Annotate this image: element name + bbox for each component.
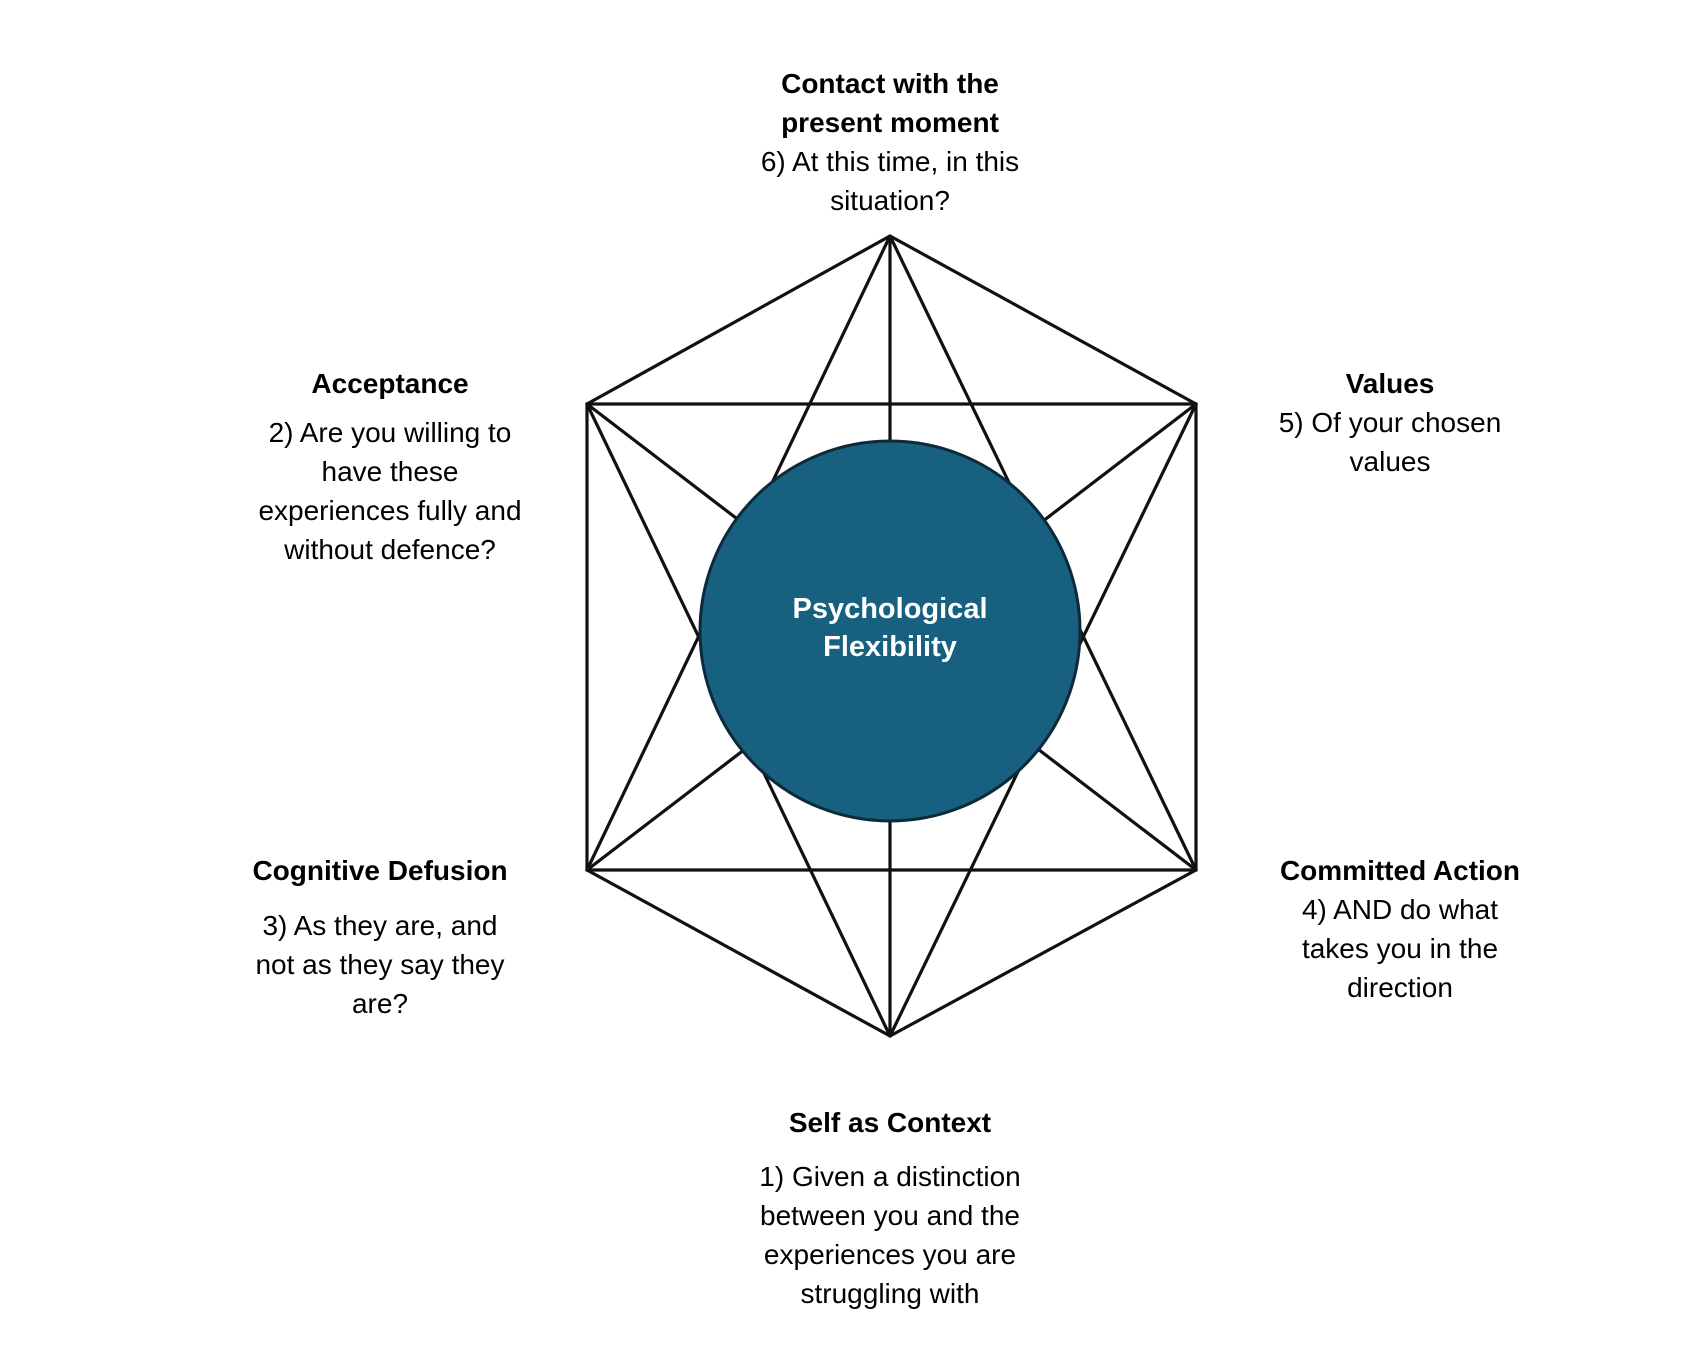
values-desc-line1: 5) Of your chosen — [1278, 407, 1502, 438]
hex-edge-bottom-right — [888, 868, 1198, 1038]
hex-edge-bottom-left — [585, 868, 892, 1038]
committed-action-desc-line3: direction — [1347, 972, 1453, 1003]
cognitive-defusion-desc-line2: not as they say they — [255, 949, 505, 980]
core-label-line2: Flexibility — [823, 631, 957, 663]
psychological-flexibility-label: Psychological Flexibility — [700, 590, 1080, 666]
node-committed-action: Committed Action 4) AND do what takes yo… — [1200, 851, 1600, 1007]
present-moment-title-line2: present moment — [781, 107, 999, 138]
self-as-context-desc-line2: between you and the — [760, 1200, 1020, 1231]
values-title: Values — [1345, 368, 1435, 399]
values-desc-line2: values — [1349, 446, 1431, 477]
acceptance-desc-line1: 2) Are you willing to — [268, 417, 512, 448]
committed-action-desc-line2: takes you in the — [1301, 933, 1499, 964]
present-moment-desc-line1: 6) At this time, in this — [760, 146, 1020, 177]
cognitive-defusion-desc-line3: are? — [351, 988, 409, 1019]
cognitive-defusion-title: Cognitive Defusion — [252, 855, 508, 886]
hex-edge-top-left — [585, 234, 892, 406]
committed-action-desc-line1: 4) AND do what — [1301, 894, 1499, 925]
acceptance-title: Acceptance — [311, 368, 469, 399]
node-self-as-context: Self as Context 1) Given a distinction b… — [710, 1103, 1070, 1313]
acceptance-desc-line2: have these — [321, 456, 459, 487]
cognitive-defusion-desc-line1: 3) As they are, and — [262, 910, 498, 941]
hex-edge-top-right — [888, 234, 1198, 406]
acceptance-desc-line3: experiences fully and — [258, 495, 522, 526]
node-values: Values 5) Of your chosen values — [1210, 364, 1570, 481]
present-moment-title-line1: Contact with the — [781, 68, 999, 99]
psychological-flexibility-circle — [698, 439, 1082, 823]
acceptance-desc-line4: without defence? — [284, 534, 496, 565]
self-as-context-desc-line3: experiences you are — [763, 1239, 1017, 1270]
present-moment-desc-line2: situation? — [830, 185, 950, 216]
node-acceptance: Acceptance 2) Are you willing to have th… — [210, 364, 570, 569]
self-as-context-title: Self as Context — [788, 1107, 992, 1138]
self-as-context-desc-line1: 1) Given a distinction — [759, 1161, 1021, 1192]
committed-action-title: Committed Action — [1279, 855, 1521, 886]
node-present-moment: Contact with the present moment 6) At th… — [710, 64, 1070, 220]
core-label-line1: Psychological — [792, 593, 988, 625]
self-as-context-desc-line4: struggling with — [800, 1278, 980, 1309]
node-cognitive-defusion: Cognitive Defusion 3) As they are, and n… — [200, 851, 560, 1023]
